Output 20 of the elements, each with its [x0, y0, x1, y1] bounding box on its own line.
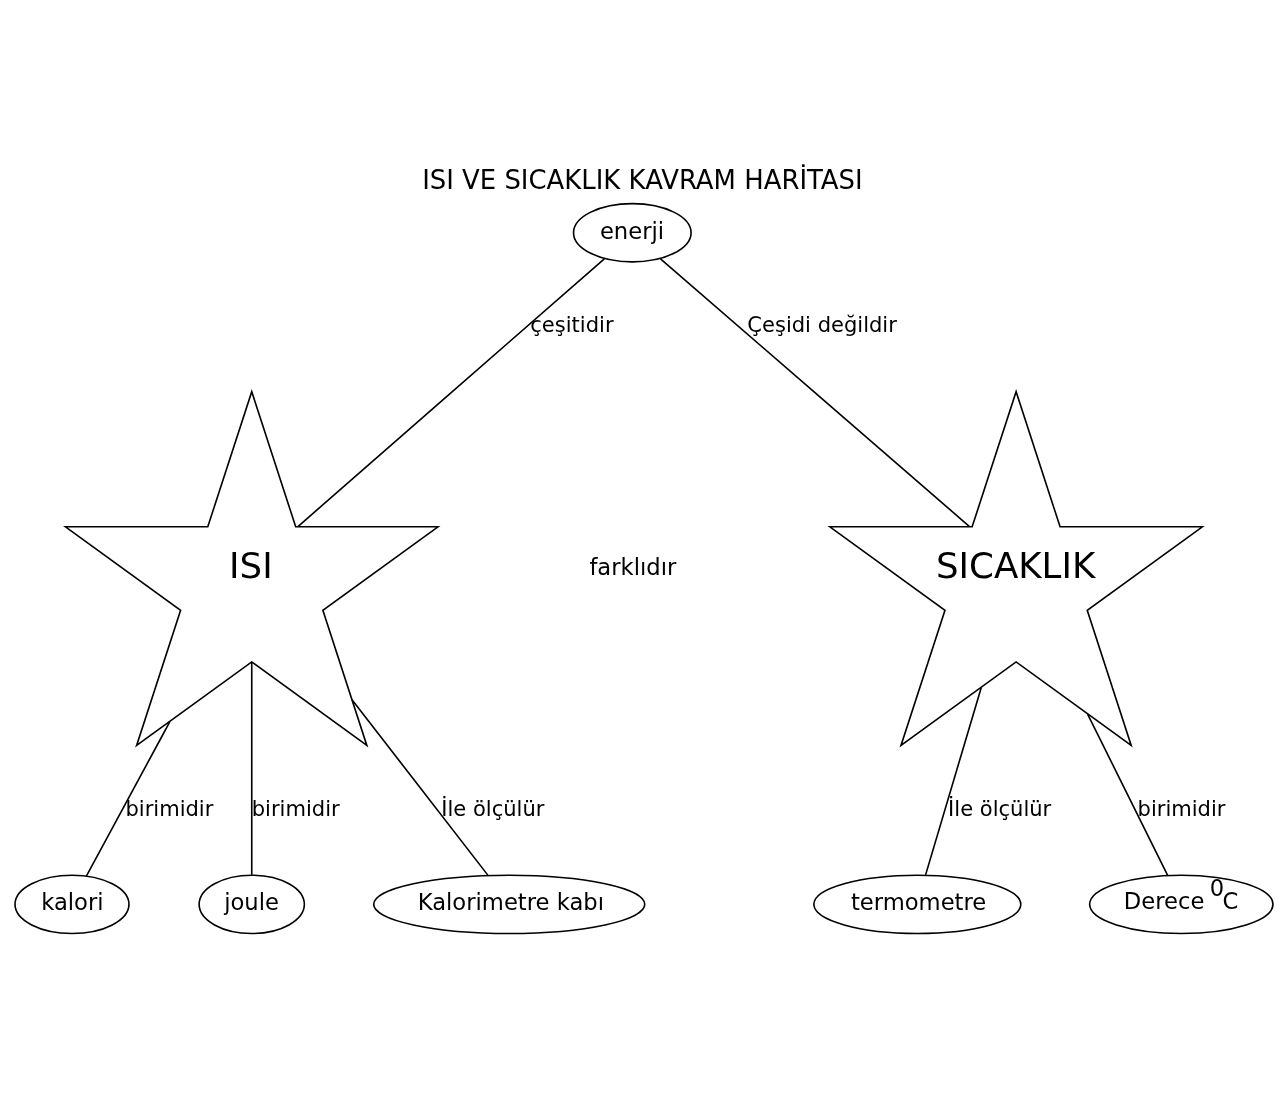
connector	[659, 258, 971, 528]
node-ellipse: kalori	[14, 874, 130, 935]
connector	[85, 721, 171, 877]
edge-label: çeşitidir	[530, 312, 614, 338]
node-ellipse: Kalorimetre kabı	[372, 874, 646, 935]
label: farklıdır	[589, 553, 677, 580]
diagram-title: ISI VE SICAKLIK KAVRAM HARİTASI	[422, 164, 863, 195]
connector	[297, 258, 606, 528]
edge-label: Çeşidi değildir	[747, 312, 897, 338]
edge-label: birimidir	[125, 795, 214, 821]
edge-label: birimidir	[251, 795, 340, 821]
connector	[1086, 713, 1169, 877]
edge-label: İle ölçülür	[441, 795, 545, 821]
connector	[351, 698, 489, 876]
node-ellipse: termometre	[813, 874, 1022, 935]
edge-label: birimidir	[1137, 795, 1226, 821]
edge-label: İle ölçülür	[948, 795, 1052, 821]
node-ellipse: joule	[198, 874, 306, 935]
node-ellipse: enerji	[572, 202, 692, 263]
connector	[924, 686, 983, 876]
